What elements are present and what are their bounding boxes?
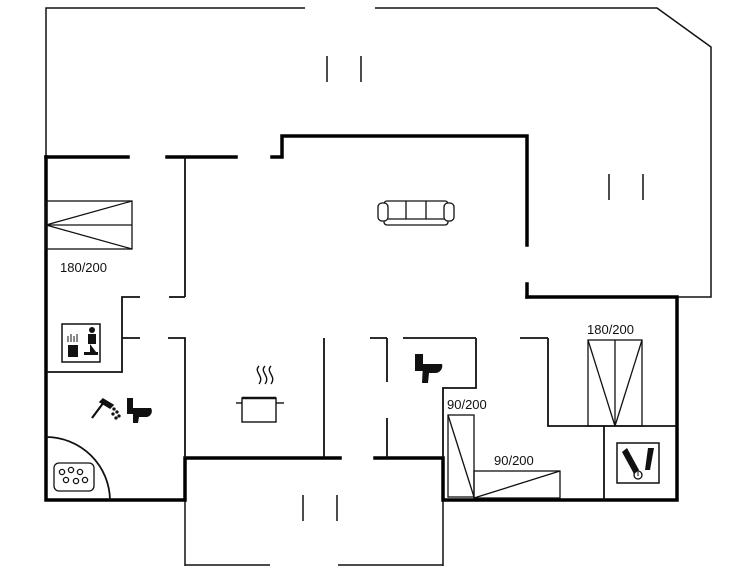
interior-walls xyxy=(46,157,677,500)
bed-single-lower-label: 90/200 xyxy=(494,453,534,468)
door-marks xyxy=(302,56,644,521)
cooking-pot-icon xyxy=(236,365,284,423)
whirlpool-icon xyxy=(53,462,95,492)
sofa-icon xyxy=(377,200,455,226)
bed-single-upper xyxy=(447,414,475,498)
house-walls xyxy=(44,134,679,502)
bed-east xyxy=(587,339,643,427)
bed-single-lower xyxy=(473,470,561,499)
bed-east-label: 180/200 xyxy=(587,322,634,337)
sauna-icon xyxy=(61,323,101,363)
toilet-icon-wc xyxy=(415,354,443,383)
shower-icon xyxy=(91,398,121,420)
bed-single-upper-label: 90/200 xyxy=(447,397,487,412)
outline-walls xyxy=(45,7,712,566)
whirlpool-arc xyxy=(45,436,111,501)
bed-west-label: 180/200 xyxy=(60,260,107,275)
utility-icon xyxy=(616,442,660,484)
bed-west xyxy=(45,200,133,250)
toilet-icon xyxy=(127,398,152,423)
